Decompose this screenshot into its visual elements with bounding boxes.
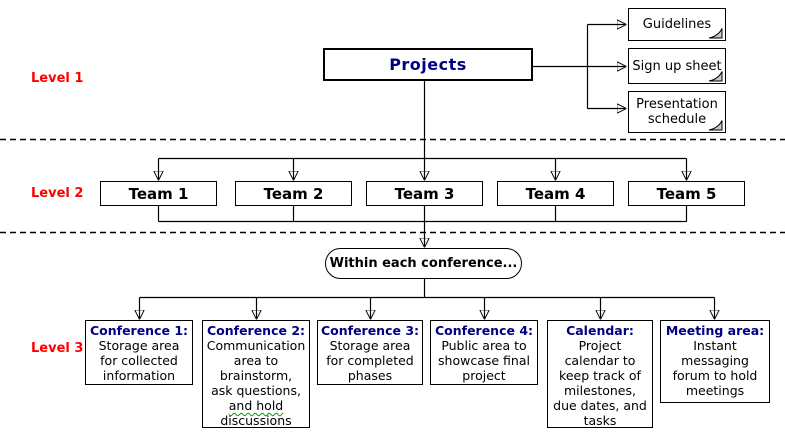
area-body: Project calendar to keep track of milest… bbox=[553, 338, 647, 428]
team-label: Team 1 bbox=[128, 184, 189, 203]
team-node-2: Team 2 bbox=[235, 181, 352, 206]
folded-corner-icon bbox=[708, 71, 723, 82]
document-node-presentation-schedule: Presentation schedule bbox=[628, 91, 726, 133]
area-title: Conference 3: bbox=[320, 323, 420, 338]
document-label: Sign up sheet bbox=[632, 58, 722, 74]
projects-label: Projects bbox=[389, 55, 467, 74]
team-node-5: Team 5 bbox=[628, 181, 745, 206]
meeting-area-node: Meeting area: Instant messaging forum to… bbox=[660, 320, 770, 403]
document-node-signup-sheet: Sign up sheet bbox=[628, 48, 726, 84]
level-3-label: Level 3 bbox=[31, 341, 84, 356]
area-body: Instant messaging forum to hold meetings bbox=[672, 338, 758, 398]
folded-corner-icon bbox=[708, 28, 723, 39]
area-title: Conference 1: bbox=[89, 323, 189, 338]
team-node-4: Team 4 bbox=[497, 181, 614, 206]
document-label: Presentation schedule bbox=[636, 97, 718, 127]
folded-corner-icon bbox=[708, 120, 723, 131]
team-label: Team 4 bbox=[525, 184, 586, 203]
team-label: Team 3 bbox=[394, 184, 455, 203]
team-label: Team 2 bbox=[263, 184, 324, 203]
area-body: Public area to showcase final project bbox=[438, 338, 530, 383]
bridge-label: Within each conference... bbox=[329, 256, 518, 271]
conference-4-node: Conference 4: Public area to showcase fi… bbox=[430, 320, 538, 385]
within-each-conference-node: Within each conference... bbox=[325, 248, 522, 279]
conference-2-node: Conference 2: Communication area to brai… bbox=[202, 320, 310, 428]
team-node-3: Team 3 bbox=[366, 181, 483, 206]
level-1-label: Level 1 bbox=[31, 71, 84, 86]
connector-projects-to-docs-spine bbox=[533, 24, 589, 109]
conference-3-node: Conference 3: Storage area for completed… bbox=[317, 320, 423, 385]
team-node-1: Team 1 bbox=[100, 181, 217, 206]
calendar-node: Calendar: Project calendar to keep track… bbox=[547, 320, 653, 428]
grammar-squiggle-text: and hold bbox=[228, 398, 284, 413]
area-title: Calendar: bbox=[566, 323, 634, 338]
area-title: Conference 2: bbox=[206, 323, 306, 338]
area-body: Communication area to brainstorm, ask qu… bbox=[206, 338, 306, 428]
document-node-guidelines: Guidelines bbox=[628, 8, 726, 41]
area-title: Meeting area: bbox=[665, 323, 765, 338]
projects-node: Projects bbox=[323, 48, 533, 81]
area-body: Storage area for completed phases bbox=[326, 338, 414, 383]
area-body: Storage area for collected information bbox=[98, 338, 180, 383]
conference-1-node: Conference 1: Storage area for collected… bbox=[85, 320, 193, 385]
area-title: Conference 4: bbox=[434, 323, 534, 338]
team-label: Team 5 bbox=[656, 184, 717, 203]
level-2-label: Level 2 bbox=[31, 186, 84, 201]
document-label: Guidelines bbox=[642, 17, 712, 32]
